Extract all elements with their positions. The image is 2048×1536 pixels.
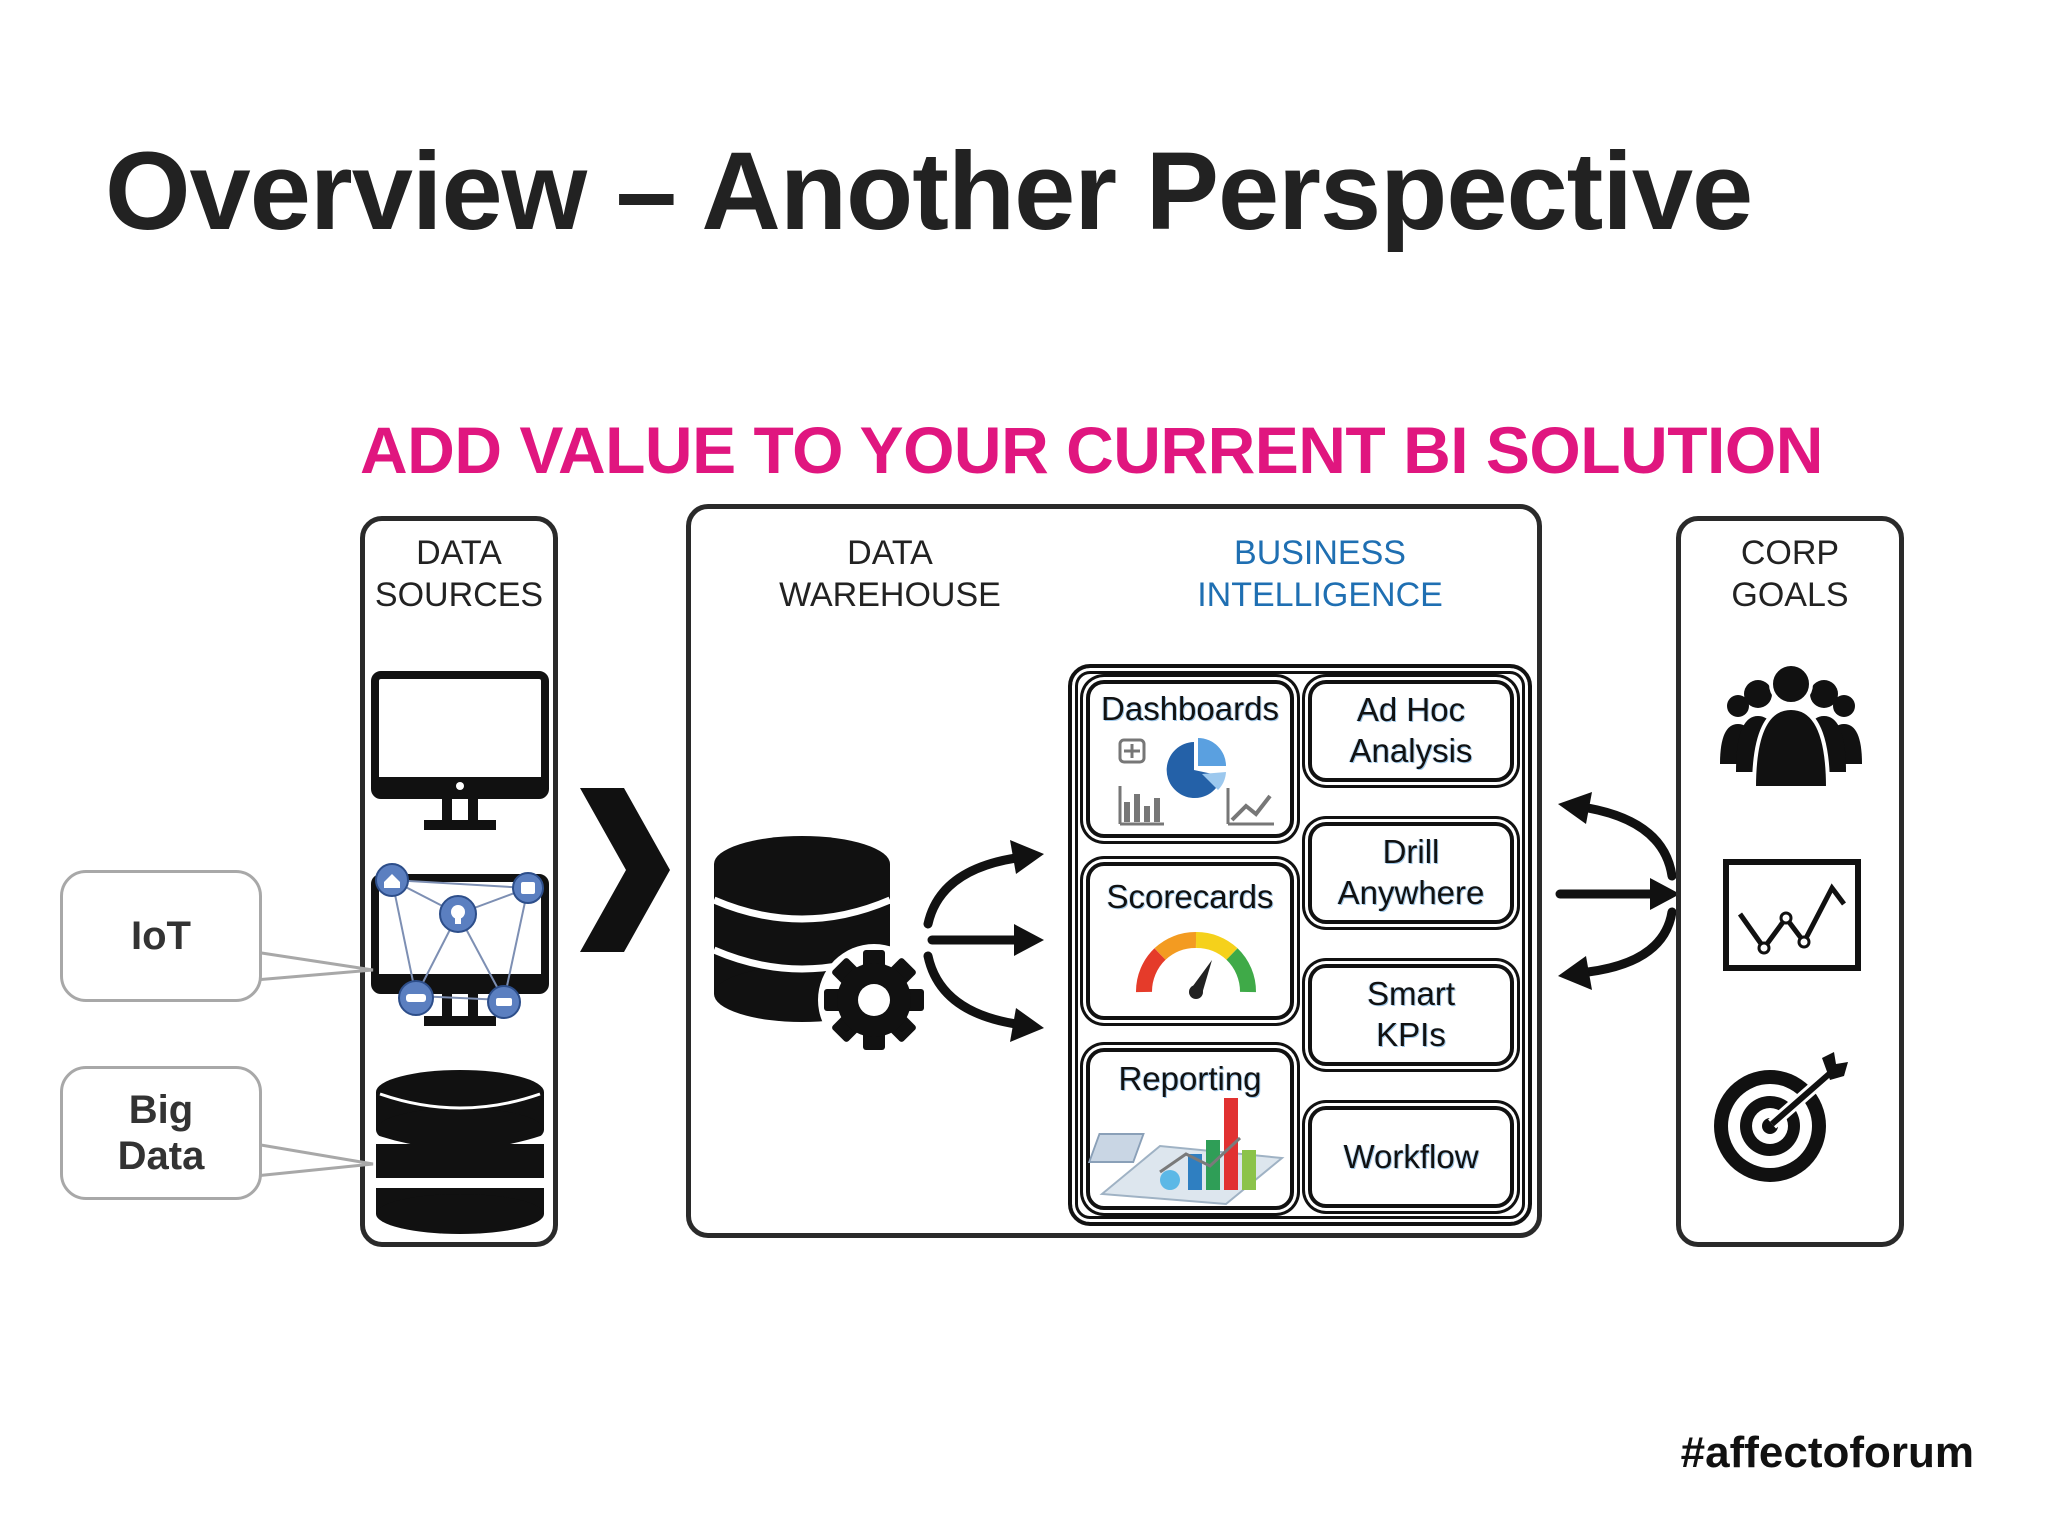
bigdata-callout: Big Data bbox=[60, 1066, 262, 1200]
report-charts-icon bbox=[1087, 1098, 1285, 1206]
bi-group bbox=[1068, 664, 1532, 1226]
adhoc-analysis-tile bbox=[1308, 680, 1514, 782]
reporting-label: Reporting bbox=[1118, 1060, 1262, 1097]
bigdata-callout-pointer bbox=[254, 1142, 374, 1178]
people-group-icon bbox=[1720, 662, 1862, 790]
slide-subtitle: ADD VALUE TO YOUR CURRENT BI SOLUTION bbox=[360, 413, 1823, 487]
iot-callout: IoT bbox=[60, 870, 262, 1002]
line-chart-icon bbox=[1723, 859, 1861, 971]
fan-out-arrows bbox=[923, 840, 1044, 1042]
data-warehouse-heading: DATA WAREHOUSE bbox=[779, 534, 1001, 614]
workflow-tile bbox=[1308, 1106, 1514, 1208]
smart-kpis-label: Smart KPIs bbox=[1366, 975, 1455, 1053]
smart-kpis-tile bbox=[1308, 964, 1514, 1066]
iot-callout-pointer bbox=[254, 950, 374, 982]
workflow-label: Workflow bbox=[1343, 1138, 1479, 1175]
scorecards-label: Scorecards bbox=[1106, 878, 1274, 915]
drill-anywhere-label: Drill Anywhere bbox=[1337, 833, 1485, 911]
chevron-right-icon bbox=[580, 788, 670, 952]
fan-in-arrows bbox=[1555, 792, 1680, 990]
adhoc-analysis-label: Ad Hoc Analysis bbox=[1349, 691, 1473, 769]
hashtag: #affectoforum bbox=[1680, 1428, 1974, 1477]
data-sources-heading: DATA SOURCES bbox=[374, 534, 544, 614]
database-gear-icon bbox=[712, 836, 930, 1056]
corp-goals-heading: CORP GOALS bbox=[1731, 534, 1849, 614]
target-icon bbox=[1714, 1052, 1848, 1182]
dashboard-charts-icon bbox=[1118, 738, 1274, 826]
slide-title: Overview – Another Perspective bbox=[105, 130, 1753, 253]
database-icon bbox=[375, 1070, 545, 1234]
dashboards-label: Dashboards bbox=[1101, 690, 1279, 727]
iot-monitor-icon bbox=[371, 863, 549, 1026]
monitor-icon bbox=[371, 671, 549, 830]
business-intelligence-heading: BUSINESS INTELLIGENCE bbox=[1197, 534, 1443, 614]
drill-anywhere-tile bbox=[1308, 822, 1514, 924]
gauge-icon bbox=[1135, 931, 1257, 999]
